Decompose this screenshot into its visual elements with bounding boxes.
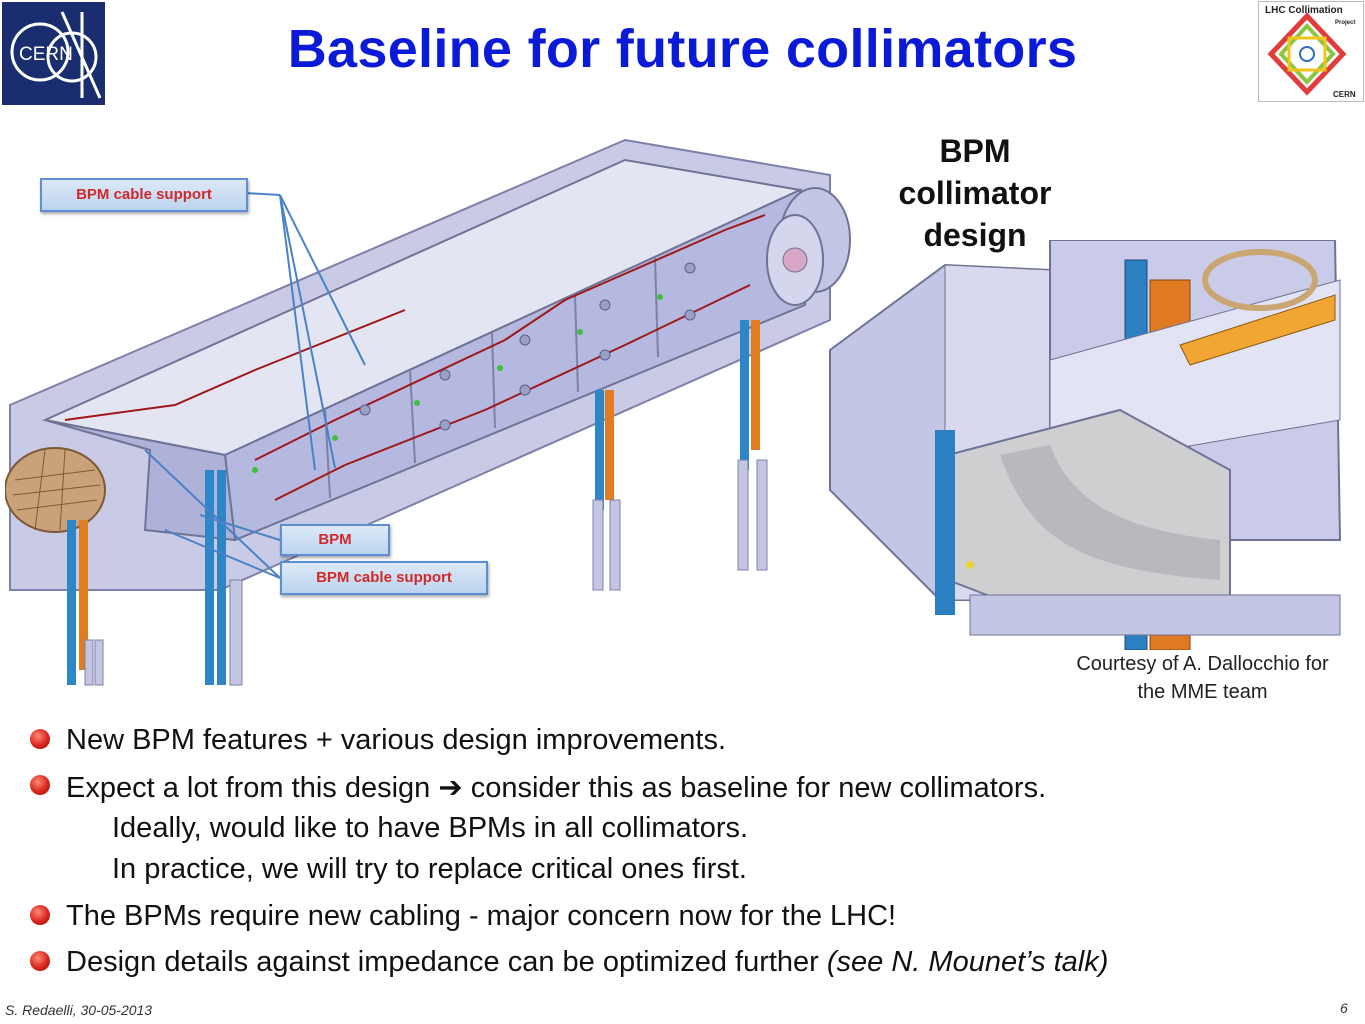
callout-bpm-cable-support-top: BPM cable support [40,178,248,212]
bullet-dot-icon [30,775,50,795]
heading-line: BPM [939,133,1011,169]
courtesy-line: Courtesy of A. Dallocchio for [1076,653,1329,675]
svg-text:LHC Collimation: LHC Collimation [1265,5,1343,16]
courtesy-line: the MME team [1137,681,1268,703]
callout-bpm: BPM [280,524,390,556]
bullet-subline: Ideally, would like to have BPMs in all … [112,812,749,844]
footer-author-date: S. Redaelli, 30-05-2013 [5,1002,153,1018]
bullet-text: Design details against impedance can be … [66,946,1108,979]
svg-text:CERN: CERN [19,44,73,65]
bullet-dot-icon [30,729,50,749]
courtesy-note: Courtesy of A. Dallocchio for the MME te… [1040,650,1365,706]
svg-text:Project: Project [1335,20,1355,26]
heading-line: design [923,217,1027,253]
callout-bpm-cable-support-bottom: BPM cable support [280,561,488,595]
bullet-dot-icon [30,951,50,971]
bullet-text-main: Design details against impedance can be … [66,946,827,978]
bpm-collimator-cutaway-drawing [820,239,1342,651]
bullet-text: The BPMs require new cabling - major con… [66,900,897,932]
svg-text:CERN: CERN [1333,90,1356,99]
page-number: 6 [1340,1000,1348,1016]
bullet-dot-icon [30,905,50,925]
slide-title: Baseline for future collimators [287,19,1078,79]
cern-logo: CERN [2,2,105,105]
heading-line: collimator [898,175,1052,211]
lhc-collimation-logo: LHC Collimation Project CERN [1258,1,1364,102]
collimator-assembly-drawing [4,120,865,690]
bullet-text-italic: (see N. Mounet’s talk) [826,946,1109,978]
bpm-collimator-design-heading: BPM collimator design [880,130,1070,256]
bullet-text: Expect a lot from this design ➔ consider… [66,772,1047,804]
bullet-subline: In practice, we will try to replace crit… [112,853,747,885]
bullet-text: New BPM features + various design improv… [66,724,727,756]
